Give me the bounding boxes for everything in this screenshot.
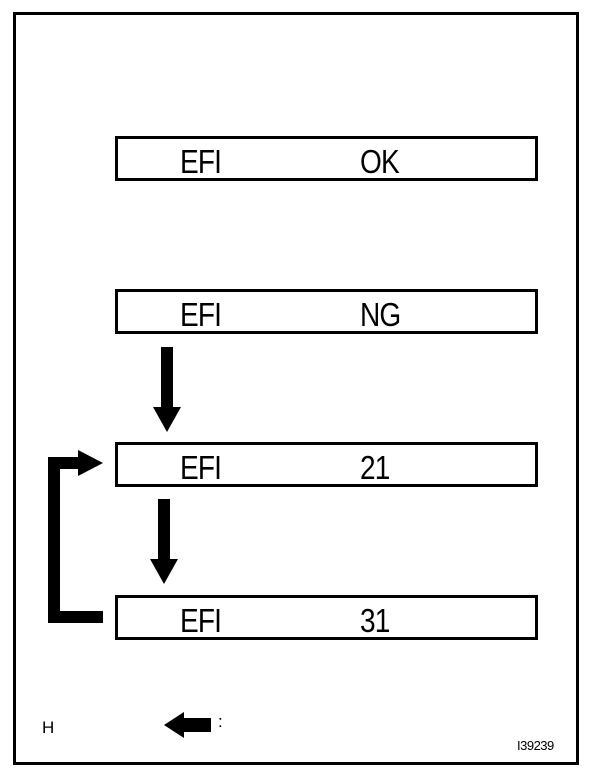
- arrow-down-icon: [150, 499, 178, 584]
- display-value: OK: [360, 143, 400, 180]
- figure-id: I39239: [517, 738, 554, 753]
- arrow-left-icon: [164, 712, 211, 738]
- display-value: 31: [360, 602, 390, 639]
- display-value: 21: [360, 449, 390, 486]
- display-label: EFI: [180, 449, 222, 486]
- diagram-frame: [13, 12, 579, 765]
- display-label: EFI: [180, 602, 222, 639]
- legend-letter: H: [42, 718, 55, 737]
- legend-separator: :: [218, 712, 223, 731]
- display-box-efi-ok: EFI OK: [115, 136, 538, 181]
- display-value: NG: [360, 296, 401, 333]
- display-box-efi-31: EFI 31: [115, 595, 538, 640]
- display-box-efi-ng: EFI NG: [115, 289, 538, 334]
- display-box-efi-21: EFI 21: [115, 442, 538, 487]
- display-label: EFI: [180, 296, 222, 333]
- display-label: EFI: [180, 143, 222, 180]
- arrow-down-icon: [153, 347, 181, 432]
- loop-back-arrow-icon: [48, 450, 103, 623]
